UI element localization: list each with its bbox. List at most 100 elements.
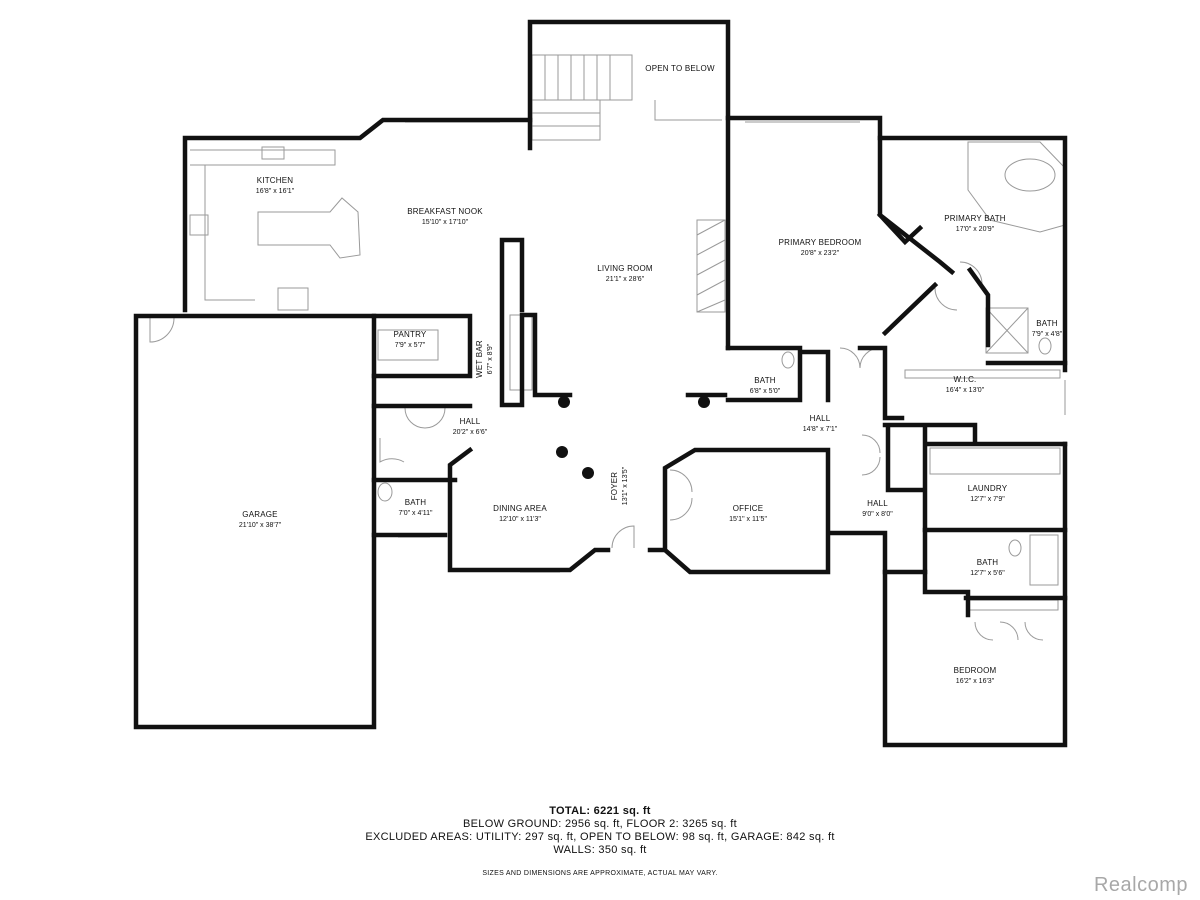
wall-pantry xyxy=(371,313,473,379)
room-dims: 12'7" x 7'9" xyxy=(970,496,1005,503)
wall-kitchen-nook xyxy=(182,117,533,313)
room-name: BREAKFAST NOOK xyxy=(407,207,483,216)
room-name: BATH xyxy=(404,498,427,507)
room-name: OFFICE xyxy=(732,504,764,513)
room-dims: 20'2" x 6'6" xyxy=(452,429,488,436)
room-label-bath-east: BATH 12'7" x 5'6" xyxy=(955,557,1020,579)
walls xyxy=(133,19,1068,748)
room-dims: 14'8" x 7'1" xyxy=(802,426,838,433)
room-name: KITCHEN xyxy=(256,176,294,185)
room-dims: 6'8" x 5'0" xyxy=(749,388,781,395)
room-label-primary-bath: PRIMARY BATH 17'0" x 20'9" xyxy=(925,213,1025,235)
room-dims: 12'7" x 5'6" xyxy=(970,570,1005,577)
kitchen-island xyxy=(257,197,361,259)
room-dims: 7'9" x 5'7" xyxy=(394,342,426,349)
toilet-icon xyxy=(1038,337,1052,355)
room-name: PRIMARY BEDROOM xyxy=(778,238,862,247)
door-swing xyxy=(149,317,175,343)
cooktop-icon xyxy=(189,214,209,236)
kitchen-counter xyxy=(190,149,336,301)
room-dims: 7'9" x 4'8" xyxy=(1031,331,1063,338)
room-label-foyer: FOYER 13'1" x 13'5" xyxy=(609,456,631,516)
room-label-primary-bedroom: PRIMARY BEDROOM 20'8" x 23'2" xyxy=(765,237,875,259)
room-dims: 15'10" x 17'10" xyxy=(421,219,469,226)
room-name: DINING AREA xyxy=(493,504,547,513)
room-name: LIVING ROOM xyxy=(597,264,653,273)
room-name: BATH xyxy=(1036,319,1058,328)
wall-garage xyxy=(133,313,377,730)
railing xyxy=(654,100,722,121)
room-dims: 21'10" x 38'7" xyxy=(238,522,282,529)
room-name: GARAGE xyxy=(242,510,278,519)
area-summary: TOTAL: 6221 sq. ft BELOW GROUND: 2956 sq… xyxy=(300,805,900,857)
bathtub-icon xyxy=(967,141,1066,233)
wic-shelf xyxy=(904,369,1061,379)
disclaimer: SIZES AND DIMENSIONS ARE APPROXIMATE, AC… xyxy=(482,870,718,877)
room-dims: 17'0" x 20'9" xyxy=(955,226,995,233)
room-dims: 21'1" x 28'6" xyxy=(605,276,645,283)
room-label-hall-south: HALL 9'0" x 8'0" xyxy=(850,498,905,520)
room-name: FOYER xyxy=(610,471,619,501)
room-label-open-to-below: OPEN TO BELOW xyxy=(620,63,740,74)
wall-stair xyxy=(527,19,1068,373)
kitchen-sink-icon xyxy=(261,146,285,160)
toilet-icon xyxy=(377,482,393,502)
column xyxy=(582,467,594,479)
room-dims: 7'0" x 4'11" xyxy=(398,510,433,517)
room-dims: 20'8" x 23'2" xyxy=(800,250,840,257)
room-name: W.I.C. xyxy=(953,375,977,384)
room-label-garage: GARAGE 21'10" x 38'7" xyxy=(225,509,295,531)
room-label-living-room: LIVING ROOM 21'1" x 28'6" xyxy=(575,263,675,285)
room-name: PRIMARY BATH xyxy=(944,214,1006,223)
room-label-kitchen: KITCHEN 16'8" x 16'1" xyxy=(225,175,325,197)
wall-east-bath xyxy=(829,441,1068,748)
room-label-bath-center: BATH 6'8" x 5'0" xyxy=(735,375,795,397)
door-swing xyxy=(611,525,635,549)
room-name: BATH xyxy=(976,558,999,567)
room-label-breakfast-nook: BREAKFAST NOOK 15'10" x 17'10" xyxy=(390,206,500,228)
door-swing xyxy=(1024,621,1044,641)
column xyxy=(556,446,568,458)
wall-wic xyxy=(881,281,1068,366)
summary-line-excluded: EXCLUDED AREAS: UTILITY: 297 sq. ft, OPE… xyxy=(365,831,835,843)
column xyxy=(698,396,710,408)
laundry-counter xyxy=(929,447,1061,475)
wall-dining xyxy=(447,446,831,575)
door-swing xyxy=(379,438,405,463)
room-label-laundry: LAUNDRY 12'7" x 7'9" xyxy=(955,483,1020,505)
bathtub-east-icon xyxy=(1029,534,1059,586)
room-name: LAUNDRY xyxy=(967,484,1008,493)
door-swing xyxy=(839,347,881,369)
room-label-pantry: PANTRY 7'9" x 5'7" xyxy=(380,329,440,351)
room-name: HALL xyxy=(867,499,888,508)
room-dims: 6'7" x 8'9" xyxy=(487,343,494,375)
room-name: WET BAR xyxy=(475,340,484,378)
summary-line-walls: WALLS: 350 sq. ft xyxy=(553,844,647,856)
column xyxy=(558,396,570,408)
closet-shelf xyxy=(967,599,1059,611)
door-swing xyxy=(959,261,983,285)
room-name: HALL xyxy=(809,414,831,423)
room-label-hall-west: HALL 20'2" x 6'6" xyxy=(440,416,500,438)
room-dims: 13'1" x 13'5" xyxy=(622,466,629,506)
room-name: HALL xyxy=(459,417,481,426)
wall-hall-west xyxy=(371,403,473,538)
room-dims: 16'8" x 16'1" xyxy=(255,188,295,195)
door-swing xyxy=(404,407,446,429)
total-area: TOTAL: 6221 sq. ft xyxy=(549,805,651,817)
room-dims: 15'1" x 11'5" xyxy=(729,516,767,523)
tub-basin-icon xyxy=(1004,158,1056,192)
door-swing xyxy=(934,287,958,311)
wall-bar xyxy=(499,237,573,408)
room-name: OPEN TO BELOW xyxy=(645,64,715,73)
columns xyxy=(556,396,710,479)
pantry-shelf xyxy=(377,329,439,361)
summary-line-floors: BELOW GROUND: 2956 sq. ft, FLOOR 2: 3265… xyxy=(463,818,737,830)
room-label-wet-bar: WET BAR 6'7" x 8'9" xyxy=(474,329,496,389)
room-name: BATH xyxy=(754,376,776,385)
toilet-icon xyxy=(781,351,795,369)
room-label-hall-east: HALL 14'8" x 7'1" xyxy=(790,413,850,435)
realcomp-logo: Realcomp xyxy=(1093,874,1188,896)
toilet-icon xyxy=(1008,539,1022,557)
